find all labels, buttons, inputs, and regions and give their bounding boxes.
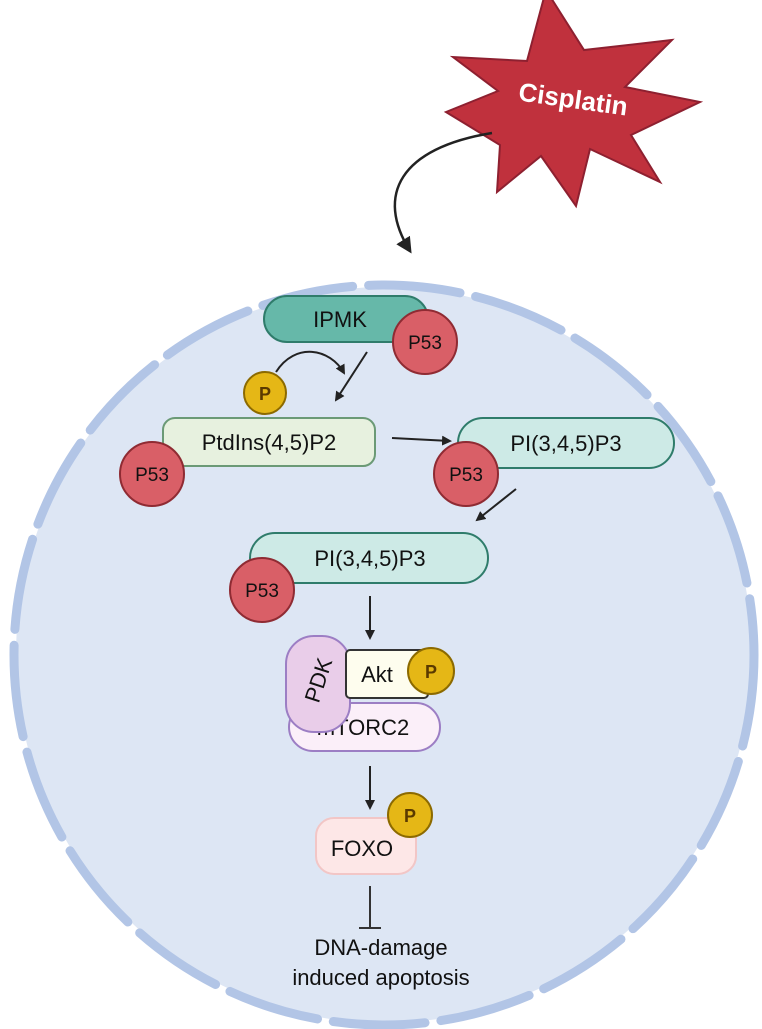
inhibition-arrow (359, 886, 381, 929)
akt-node: Akt (345, 649, 429, 699)
p53-label-pip3-b: P53 (245, 581, 279, 602)
phosphate-foxo: P (387, 792, 433, 838)
p53-label-pip2: P53 (135, 465, 169, 486)
phosphate-free: P (243, 371, 287, 415)
pip2-label: PtdIns(4,5)P2 (202, 430, 337, 455)
phosphate-label-akt: P (425, 662, 437, 682)
outcome-line1: DNA-damage (314, 935, 447, 960)
pip3-node-b: PI(3,4,5)P3 (249, 532, 489, 584)
cisplatin-entry-arrow (393, 131, 493, 254)
pdk-node: PDK (285, 635, 351, 733)
ipmk-to-pip2-arrow (334, 351, 368, 402)
p53-label-pip3-a: P53 (449, 465, 483, 486)
pip3-label-a: PI(3,4,5)P3 (510, 431, 621, 456)
p53-pip3-a: P53 (433, 441, 499, 507)
pip3-translocation-arrow (475, 488, 517, 522)
akt-label: Akt (361, 662, 393, 687)
ipmk-node: IPMK (263, 295, 429, 343)
outcome-line2: induced apoptosis (292, 965, 469, 990)
phosphate-label-free: P (259, 384, 271, 404)
pip2-node: PtdIns(4,5)P2 (162, 417, 376, 467)
cisplatin-star: Cisplatin (443, 0, 704, 209)
phosphate-akt: P (407, 647, 455, 695)
foxo-label: FOXO (331, 836, 393, 861)
p53-label-ipmk: P53 (408, 333, 442, 354)
akt-complex: mTORC2 PDK Akt P (285, 635, 455, 752)
cell-membrane (9, 280, 759, 1029)
ipmk-label: IPMK (313, 307, 367, 332)
foxo-node: FOXO (315, 817, 417, 875)
phosphate-label-foxo: P (404, 806, 416, 826)
p53-pip3-b: P53 (229, 557, 295, 623)
pip3-node-a: PI(3,4,5)P3 (457, 417, 675, 469)
pip3-label-b: PI(3,4,5)P3 (314, 546, 425, 571)
pip2-to-pip3-arrow (391, 435, 452, 446)
p53-ipmk: P53 (392, 309, 458, 375)
phosphate-transfer-arrow (275, 350, 345, 375)
p53-pip2: P53 (119, 441, 185, 507)
